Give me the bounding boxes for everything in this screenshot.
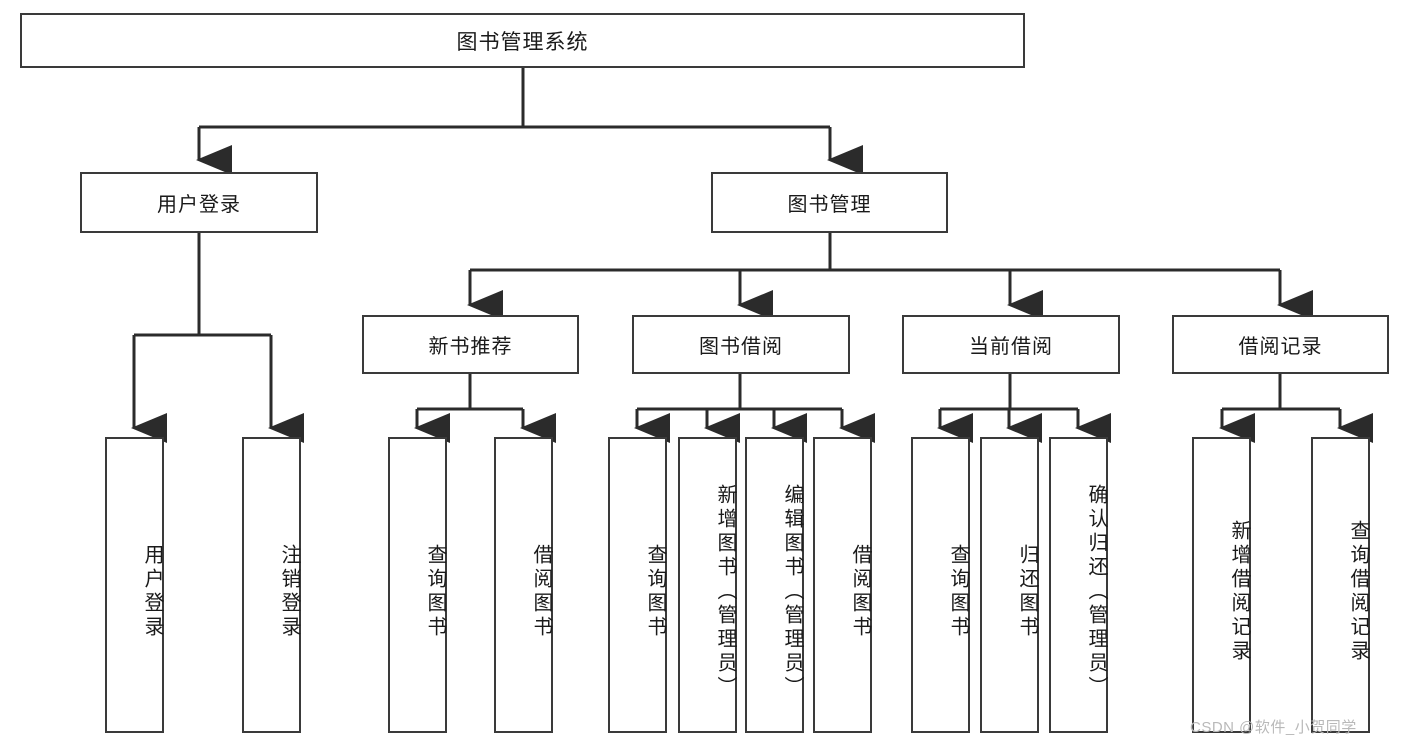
leaf-add-book-admin[interactable]: 新增图书（管理员） bbox=[678, 437, 737, 733]
node-book-borrow[interactable]: 图书借阅 bbox=[632, 315, 850, 374]
leaf-borrow-book[interactable]: 借阅图书 bbox=[813, 437, 872, 733]
node-current-borrow[interactable]: 当前借阅 bbox=[902, 315, 1120, 374]
node-user-login[interactable]: 用户登录 bbox=[80, 172, 318, 233]
leaf-user-login[interactable]: 用户登录 bbox=[105, 437, 164, 733]
leaf-return-book[interactable]: 归还图书 bbox=[980, 437, 1039, 733]
leaf-query-book-newbook[interactable]: 查询图书 bbox=[388, 437, 447, 733]
leaf-query-borrow-record[interactable]: 查询借阅记录 bbox=[1311, 437, 1370, 733]
leaf-query-book-current[interactable]: 查询图书 bbox=[911, 437, 970, 733]
watermark: CSDN @软件_小贺同学 bbox=[1190, 719, 1357, 736]
node-book-management[interactable]: 图书管理 bbox=[711, 172, 948, 233]
node-new-book-recommend[interactable]: 新书推荐 bbox=[362, 315, 579, 374]
leaf-logout-login[interactable]: 注销登录 bbox=[242, 437, 301, 733]
leaf-confirm-return-admin[interactable]: 确认归还（管理员） bbox=[1049, 437, 1108, 733]
leaf-edit-book-admin[interactable]: 编辑图书（管理员） bbox=[745, 437, 804, 733]
leaf-query-book-borrow[interactable]: 查询图书 bbox=[608, 437, 667, 733]
leaf-borrow-book-newbook[interactable]: 借阅图书 bbox=[494, 437, 553, 733]
node-borrow-record[interactable]: 借阅记录 bbox=[1172, 315, 1389, 374]
node-root-system[interactable]: 图书管理系统 bbox=[20, 13, 1025, 68]
leaf-add-borrow-record[interactable]: 新增借阅记录 bbox=[1192, 437, 1251, 733]
